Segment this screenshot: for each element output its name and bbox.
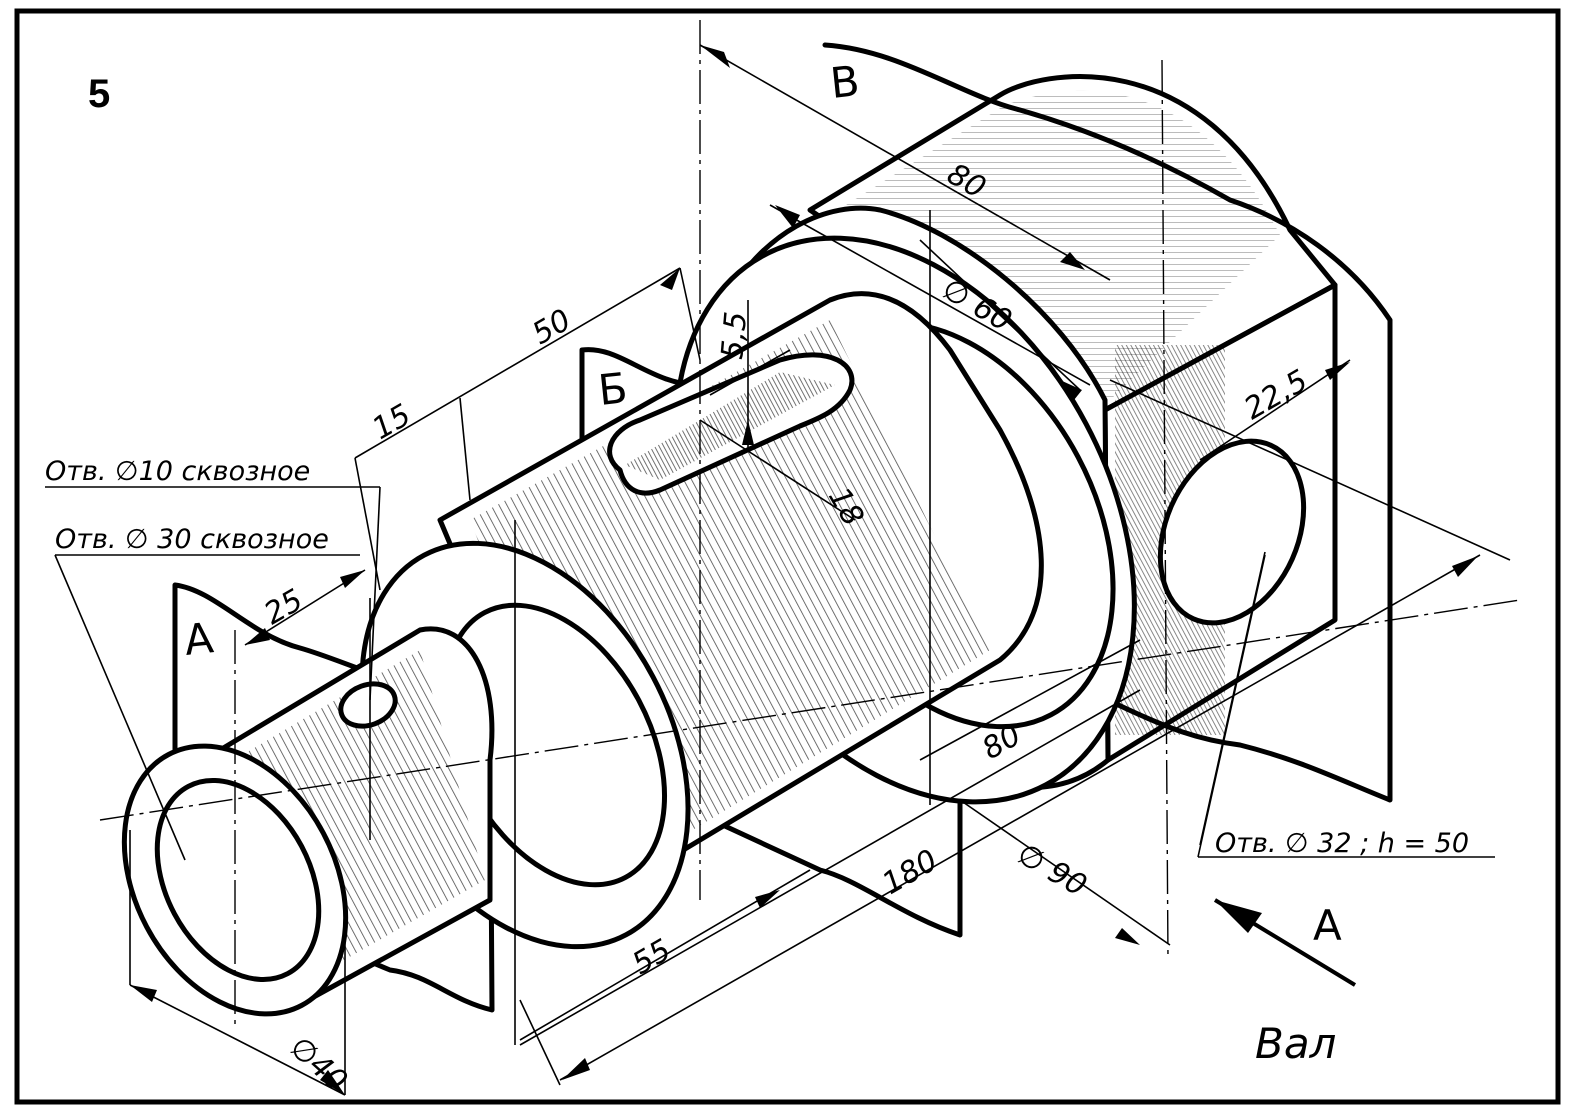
dim-dia-90: ∅ 90: [1011, 837, 1092, 904]
dim-25: 25: [259, 583, 310, 632]
sheet-frame: [14, 8, 1561, 1105]
note-hole-10: Отв. ∅10 сквозное: [45, 456, 310, 487]
dim-50: 50: [527, 303, 578, 352]
axis-v-vertical: [1161, 59, 1169, 961]
dim-55: 55: [627, 933, 678, 982]
hole-10-left-tube: [338, 681, 398, 729]
dimension-arrowheads: [130, 45, 1478, 1095]
section-label-v: В: [828, 56, 862, 108]
section-label-b: Б: [596, 363, 630, 415]
slot-hatch: [625, 372, 835, 480]
main-axis-line: [99, 599, 1521, 821]
note-hole-30: Отв. ∅ 30 сквозное: [55, 524, 329, 555]
dim-15: 15: [367, 398, 418, 447]
section-plane-v: [822, 42, 1393, 803]
sheet-number: 5: [88, 72, 110, 116]
drawing-title: Вал: [1255, 1019, 1336, 1068]
view-arrow-a-label: A: [1313, 901, 1342, 950]
section-label-a: А: [182, 613, 216, 665]
dim-dia-40: ∅40: [283, 1030, 354, 1099]
hole-32-right-face: [1157, 438, 1307, 626]
dimension-lines: [45, 44, 1511, 1096]
left-tube-end-inner: [154, 777, 322, 983]
view-arrow-a-head: [1215, 900, 1262, 933]
dim-5-5: 5,5: [715, 310, 754, 361]
note-hole-32: Отв. ∅ 32 ; h = 50: [1215, 828, 1469, 859]
